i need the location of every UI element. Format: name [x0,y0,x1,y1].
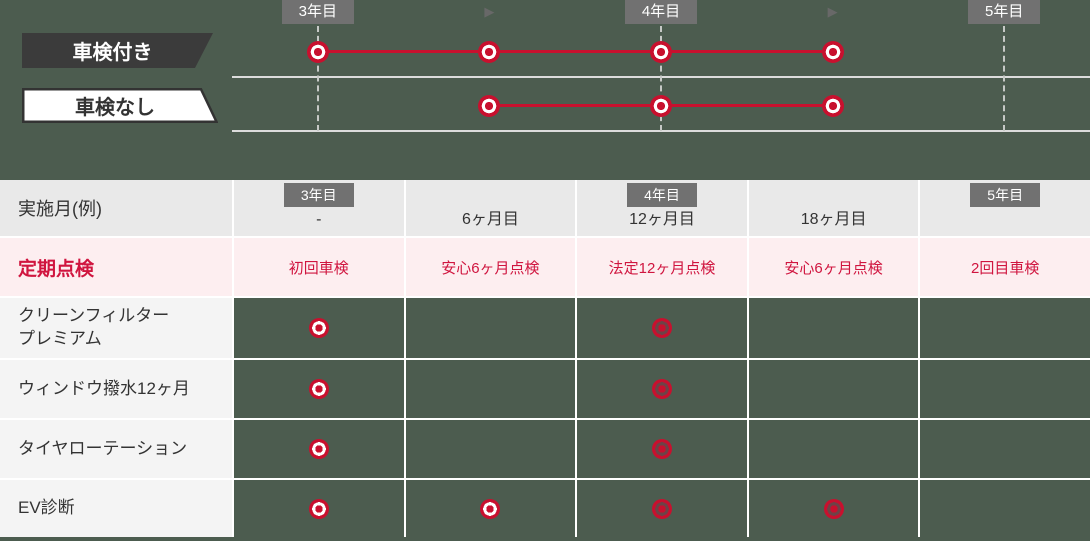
item-row-label: クリーンフィルター プレミアム [0,298,232,358]
item-row-label: EV診断 [0,480,232,537]
header-col-4: 18ヶ月目 [748,180,919,236]
year-guide-line [316,26,319,131]
timeline-track: 3年目 4年目 5年目 ▶ ▶ [232,0,1090,172]
service-point-marker [650,94,672,117]
item-cell [920,420,1090,478]
inspection-cell: 2回目車検 [920,238,1090,296]
legend-without-inspection-label: 車検なし [75,97,155,119]
service-point-marker [306,40,329,63]
applicable-marker-white-ring [308,439,329,459]
item-cell [577,480,747,537]
arrow-right-icon: ▶ [484,4,495,19]
applicable-marker-dark-ring [651,379,672,399]
legend-without-inspection: 車検なし [22,88,218,123]
year-badge: 4年目 [626,183,697,207]
item-cell [405,420,576,478]
flag-outline-shape [22,88,218,123]
service-point-marker [821,40,844,63]
month-label: 12ヶ月目 [629,211,695,228]
year-badge: 3年目 [283,183,354,207]
applicable-marker-white-ring [308,498,329,519]
legend-with-inspection: 車検付き [22,33,213,68]
year-guide-line [1003,26,1006,131]
item-cell [234,298,404,358]
service-point-marker [650,40,672,63]
item-row-label: タイヤローテーション [0,420,232,478]
month-label: 18ヶ月目 [800,211,867,228]
applicable-marker-dark-ring [823,498,844,519]
header-col-5: 5年目 [920,180,1090,236]
item-cell [748,480,919,537]
item-cell [405,298,576,358]
inspection-cell: 初回車検 [234,238,404,296]
schedule-table: 実施月(例) 3年目 - 6ヶ月目 4年目 12ヶ月目 18ヶ月目 5年目 定期… [0,180,1090,537]
inspection-cell: 安心6ヶ月点検 [748,238,919,296]
item-row-label: ウィンドウ撥水12ヶ月 [0,360,232,418]
item-cell [405,480,576,537]
service-point-marker [478,40,501,63]
year-badge: 5年目 [970,183,1041,207]
service-point-marker [821,94,844,117]
item-cell [234,420,404,478]
item-cell [920,480,1090,537]
inspection-cell: 法定12ヶ月点検 [577,238,747,296]
year-badge: 5年目 [968,0,1041,24]
timeline-separator [232,130,1090,132]
year-badge: 4年目 [625,0,697,24]
applicable-marker-white-ring [308,318,329,338]
item-cell [577,298,747,358]
item-cell [748,298,919,358]
service-point-marker [478,94,501,117]
header-col-3: 4年目 12ヶ月目 [577,180,747,236]
item-cell [748,360,919,418]
year-badge: 3年目 [281,0,354,24]
item-cell [234,360,404,418]
item-cell [920,360,1090,418]
month-label: 6ヶ月目 [461,211,519,228]
month-label: - [316,211,322,228]
item-cell [920,298,1090,358]
service-period-line [317,50,833,53]
legend-with-inspection-label: 車検付き [72,42,153,64]
item-cell [577,360,747,418]
header-row-label: 実施月(例) [0,180,232,236]
item-cell [748,420,919,478]
year-guide-line [660,26,662,131]
header-col-2: 6ヶ月目 [405,180,576,236]
applicable-marker-dark-ring [651,498,672,519]
applicable-marker-white-ring [480,498,501,519]
header-col-1: 3年目 - [234,180,404,236]
applicable-marker-white-ring [308,379,329,399]
inspection-row-label: 定期点検 [0,238,232,296]
item-cell [405,360,576,418]
item-cell [234,480,404,537]
inspection-cell: 安心6ヶ月点検 [405,238,576,296]
applicable-marker-dark-ring [651,439,672,459]
applicable-marker-dark-ring [651,318,672,338]
arrow-right-icon: ▶ [827,4,838,19]
item-cell [577,420,747,478]
